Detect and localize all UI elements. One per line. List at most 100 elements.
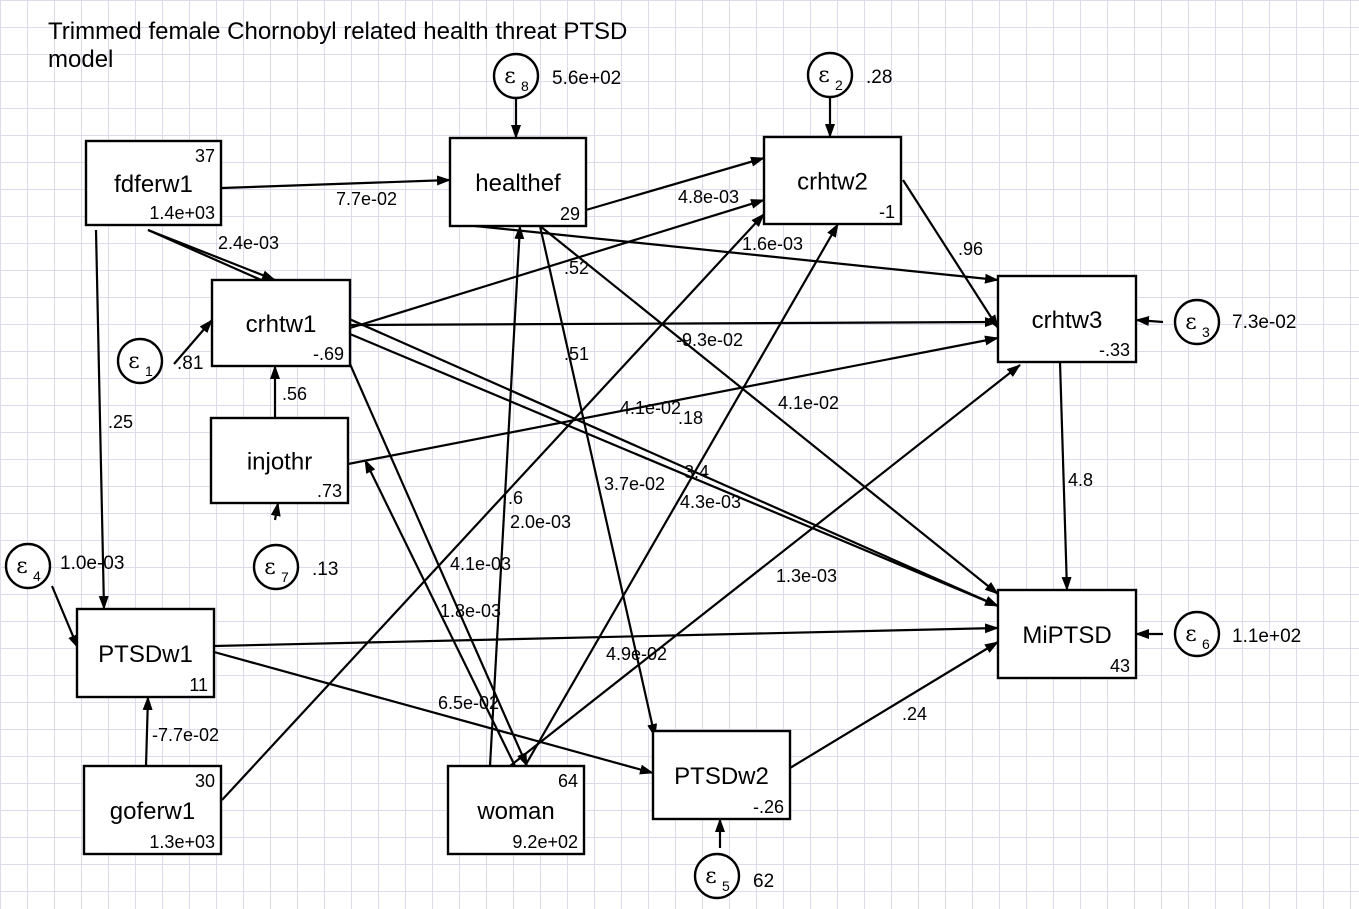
path-arrow-20 xyxy=(524,223,839,767)
path-arrow-9 xyxy=(349,317,999,328)
variable-box-PTSDw1: PTSDw1 11 xyxy=(75,607,216,699)
diagram-title: Trimmed female Chornobyl related health … xyxy=(48,18,628,73)
path-coefficient-p22: 1.3e-03 xyxy=(776,566,837,586)
path-arrow-23 xyxy=(213,650,654,775)
path-coefficient-p24: 6.5e-02 xyxy=(438,693,499,713)
path-arrow-16 xyxy=(1058,361,1072,591)
variance-value: 43 xyxy=(1110,656,1130,676)
epsilon-subscript: 4 xyxy=(33,568,41,584)
error-variance: 1.0e-03 xyxy=(60,553,124,574)
variable-label: crhtw1 xyxy=(246,311,317,338)
path-arrow-21 xyxy=(509,364,1021,767)
path-arrow-29 xyxy=(1135,315,1164,326)
variable-box-injothr: injothr.73 xyxy=(209,416,350,505)
variable-label: goferw1 xyxy=(110,798,195,825)
variable-label: crhtw2 xyxy=(797,169,868,196)
error-variance: .13 xyxy=(312,559,338,580)
path-arrow-18 xyxy=(348,363,529,767)
epsilon-symbol: ε xyxy=(1185,622,1196,647)
error-variance: 5.6e+02 xyxy=(552,68,621,89)
path-coefficient-p23: 4.9e-02 xyxy=(606,644,667,664)
path-arrow-3 xyxy=(94,229,109,610)
variance-value: .73 xyxy=(317,481,342,501)
epsilon-symbol: ε xyxy=(128,349,139,374)
path-arrow-27 xyxy=(270,502,281,521)
path-arrow-24 xyxy=(142,696,153,767)
variable-label: healthef xyxy=(475,170,561,197)
epsilon-subscript: 6 xyxy=(1202,636,1210,652)
path-coefficient-p12: .18 xyxy=(678,408,703,428)
variable-label: woman xyxy=(476,798,554,825)
path-arrow-25 xyxy=(488,225,525,767)
variable-box-crhtw3: crhtw3-.33 xyxy=(996,274,1138,364)
error-variance: .81 xyxy=(177,353,203,374)
path-coefficient-p5: 1.6e-03 xyxy=(742,234,803,254)
variable-box-crhtw1: crhtw1-.69 xyxy=(210,278,352,368)
variance-value: -1 xyxy=(879,202,895,222)
path-arrow-7 xyxy=(474,224,999,284)
path-coefficient-p10: .56 xyxy=(282,384,307,404)
path-coefficient-p16: 4.3e-03 xyxy=(680,492,741,512)
variance-value: -.26 xyxy=(753,797,784,817)
variable-box-PTSDw2: PTSDw2-.26 xyxy=(651,729,792,821)
variance-value: 1.4e+03 xyxy=(149,203,215,223)
variable-label: crhtw3 xyxy=(1032,307,1103,334)
epsilon-subscript: 8 xyxy=(521,78,529,94)
epsilon-symbol: ε xyxy=(504,64,515,89)
variance-value: 1.3e+03 xyxy=(149,832,215,852)
path-arrow-8 xyxy=(902,179,999,329)
error-variance: 1.1e+02 xyxy=(1232,626,1301,647)
path-coefficient-p20: 4.1e-03 xyxy=(450,554,511,574)
path-coefficient-p4: 4.8e-03 xyxy=(678,187,739,207)
path-coefficient-p13: 4.1e-02 xyxy=(778,393,839,413)
path-coefficient-p18: .6 xyxy=(508,488,523,508)
path-coefficient-p15: 3.4 xyxy=(684,462,709,482)
path-coefficient-p9: -9.3e-02 xyxy=(676,330,743,350)
variable-box-healthef: healthef 29 xyxy=(448,136,588,228)
variable-box-MiPTSD: MiPTSD 43 xyxy=(996,588,1138,680)
path-coefficient-p25: -7.7e-02 xyxy=(152,725,219,745)
path-arrow-4 xyxy=(585,156,765,212)
path-arrow-5 xyxy=(349,198,765,330)
path-arrow-6 xyxy=(538,225,658,738)
epsilon-subscript: 2 xyxy=(835,77,843,93)
epsilon-subscript: 3 xyxy=(1202,324,1210,340)
intercept-value: 37 xyxy=(195,146,215,166)
path-coefficient-p6: .52 xyxy=(564,258,589,278)
intercept-value: 30 xyxy=(195,771,215,791)
epsilon-subscript: 7 xyxy=(281,569,289,585)
epsilon-subscript: 1 xyxy=(145,363,153,379)
error-variance: .28 xyxy=(866,67,892,88)
path-coefficient-p3: .25 xyxy=(108,412,133,432)
variable-label: MiPTSD xyxy=(1022,622,1111,649)
path-arrow-1 xyxy=(221,175,451,190)
path-arrow-22 xyxy=(789,641,999,769)
variance-value: 11 xyxy=(189,675,208,695)
path-coefficient-p26: .24 xyxy=(902,704,927,724)
path-arrow-11 xyxy=(347,335,999,466)
variance-value: 29 xyxy=(560,204,580,224)
error-variance: 62 xyxy=(753,871,774,892)
variable-label: injothr xyxy=(247,449,312,476)
epsilon-symbol: ε xyxy=(705,864,716,889)
path-coefficient-p2: 2.4e-03 xyxy=(218,233,279,253)
path-coefficient-p1: 7.7e-02 xyxy=(336,189,397,209)
path-coefficient-p8: .96 xyxy=(958,239,983,259)
epsilon-symbol: ε xyxy=(16,554,27,579)
path-coefficient-p14: 3.7e-02 xyxy=(604,474,665,494)
epsilon-symbol: ε xyxy=(1185,310,1196,335)
variable-label: PTSDw1 xyxy=(98,641,193,668)
intercept-value: 64 xyxy=(558,771,578,791)
path-arrow-15 xyxy=(213,623,999,648)
